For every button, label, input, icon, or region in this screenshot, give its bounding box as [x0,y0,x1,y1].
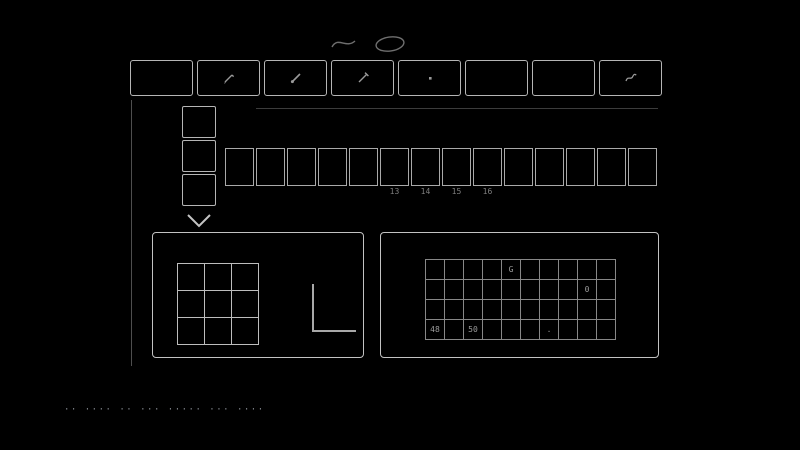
strip-cell[interactable] [349,148,378,186]
corner-bracket-icon [312,284,358,338]
tool-column-cells [182,106,216,206]
key-grid: G 0 48 50. [425,259,616,340]
strip-cell[interactable] [566,148,595,186]
key-cell[interactable] [483,320,502,340]
toolbar-button-tool-6[interactable] [465,60,528,96]
tool-column-cell[interactable] [182,174,216,206]
key-cell[interactable]: 48 [426,320,445,340]
pad-grid [177,263,259,345]
toolbar-button-pencil[interactable] [197,60,260,96]
pad-cell[interactable] [205,291,232,318]
doodle-loop [375,36,405,52]
key-cell[interactable]: 0 [578,280,597,300]
key-cell[interactable] [445,320,464,340]
dot-icon [422,70,438,86]
key-cell[interactable] [502,300,521,320]
pencil-icon [221,70,237,86]
key-cell[interactable] [483,300,502,320]
pad-cell[interactable] [232,291,259,318]
strip-cell[interactable]: 16 [473,148,502,196]
toolbar-button-smudge[interactable] [599,60,662,96]
key-cell[interactable] [597,260,616,280]
strip-cell-sublabel: 16 [482,187,493,196]
marker-icon [355,70,371,86]
pad-cell[interactable] [232,318,259,345]
left-rule [131,100,132,366]
key-cell[interactable] [426,300,445,320]
status-text: ·· ···· ·· ··· ····· ··· ···· [64,405,265,415]
pad-cell[interactable] [178,264,205,291]
key-cell[interactable] [464,280,483,300]
pad-panel [152,232,364,358]
key-cell[interactable] [597,280,616,300]
tool-column [182,106,216,232]
key-cell[interactable] [445,260,464,280]
brush-icon [288,70,304,86]
toolbar-button-point[interactable] [398,60,461,96]
key-cell[interactable] [426,280,445,300]
key-cell[interactable] [597,300,616,320]
tool-column-cell[interactable] [182,106,216,138]
key-cell[interactable] [540,280,559,300]
toolbar-underline [256,108,658,109]
key-cell[interactable] [483,260,502,280]
key-cell[interactable] [559,300,578,320]
strip-cell[interactable] [287,148,316,186]
key-cell[interactable] [502,320,521,340]
pad-cell[interactable] [178,291,205,318]
key-cell[interactable] [597,320,616,340]
strip-cell[interactable]: 15 [442,148,471,196]
strip-cell[interactable] [535,148,564,186]
key-cell[interactable] [521,300,540,320]
key-cell[interactable] [521,320,540,340]
pad-cell[interactable] [205,318,232,345]
toolbar-button-tool-7[interactable] [532,60,595,96]
pad-cell[interactable] [205,264,232,291]
strip-cell-sublabel: 15 [451,187,462,196]
logo-doodle [328,32,424,60]
pad-cell[interactable] [178,318,205,345]
chevron-down-icon[interactable] [182,210,216,232]
key-cell[interactable] [559,280,578,300]
strip-cell[interactable]: 13 [380,148,409,196]
strip-cell[interactable]: 14 [411,148,440,196]
strip-cell[interactable] [504,148,533,186]
toolbar-button-marker[interactable] [331,60,394,96]
strip-cell[interactable] [628,148,657,186]
key-cell[interactable] [559,260,578,280]
tool-column-cell[interactable] [182,140,216,172]
strip-cell-sublabel: 13 [389,187,400,196]
key-cell[interactable]: . [540,320,559,340]
cell-strip: 13 14 15 16 [225,148,657,196]
key-cell[interactable]: 50 [464,320,483,340]
squiggle-icon [623,70,639,86]
key-cell[interactable] [521,260,540,280]
key-cell[interactable] [502,280,521,300]
key-cell[interactable] [578,300,597,320]
key-cell[interactable] [483,280,502,300]
strip-cell[interactable] [225,148,254,186]
key-cell[interactable] [559,320,578,340]
key-panel: G 0 48 50. [380,232,659,358]
strip-cell[interactable] [256,148,285,186]
key-cell[interactable] [464,300,483,320]
strip-cell[interactable] [318,148,347,186]
key-cell[interactable] [578,260,597,280]
key-cell[interactable] [521,280,540,300]
toolbar-button-brush[interactable] [264,60,327,96]
key-cell[interactable]: G [502,260,521,280]
key-cell[interactable] [578,320,597,340]
key-cell[interactable] [426,260,445,280]
key-cell[interactable] [445,280,464,300]
strip-cell-sublabel: 14 [420,187,431,196]
key-cell[interactable] [464,260,483,280]
strip-cell[interactable] [597,148,626,186]
key-cell[interactable] [540,300,559,320]
toolbar [130,60,662,96]
doodle-wave [331,40,356,48]
pad-cell[interactable] [232,264,259,291]
key-cell[interactable] [445,300,464,320]
toolbar-button-tool-1[interactable] [130,60,193,96]
key-cell[interactable] [540,260,559,280]
